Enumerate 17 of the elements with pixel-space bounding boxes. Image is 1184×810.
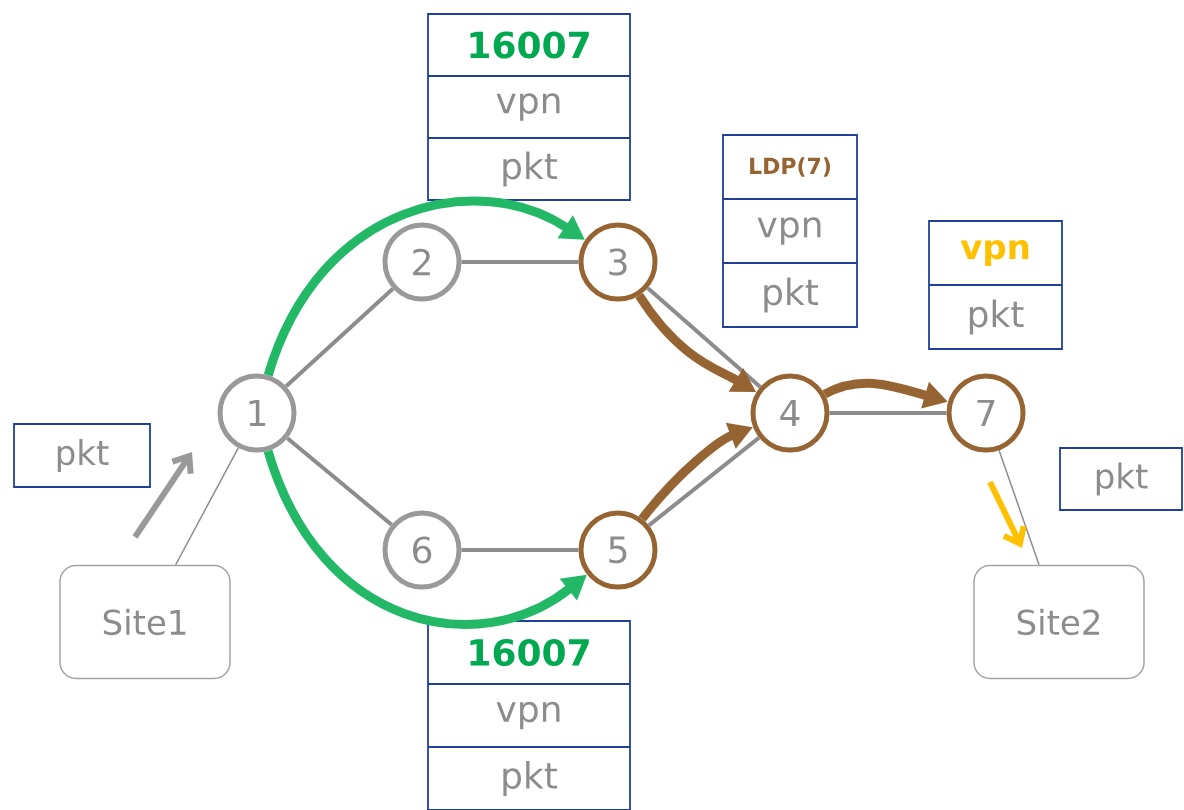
access-line [998, 449, 1040, 566]
link-line [461, 260, 579, 264]
link-line [461, 548, 579, 552]
link-line [286, 436, 393, 527]
access-line [174, 447, 240, 566]
packet-box: pkt [13, 423, 151, 488]
link-line [829, 411, 947, 415]
label-stack: LDP(7) vpn pkt [722, 134, 858, 328]
link-line [284, 287, 395, 388]
site-box: Site2 [973, 564, 1145, 680]
label-stack: vpn pkt [928, 220, 1063, 350]
label-stack: 16007 vpn pkt [427, 13, 631, 201]
label-stack: 16007 vpn pkt [427, 620, 631, 810]
link-line [647, 436, 761, 527]
site-box: Site1 [59, 564, 231, 680]
link-line [646, 286, 762, 389]
packet-box: pkt [1059, 447, 1183, 511]
